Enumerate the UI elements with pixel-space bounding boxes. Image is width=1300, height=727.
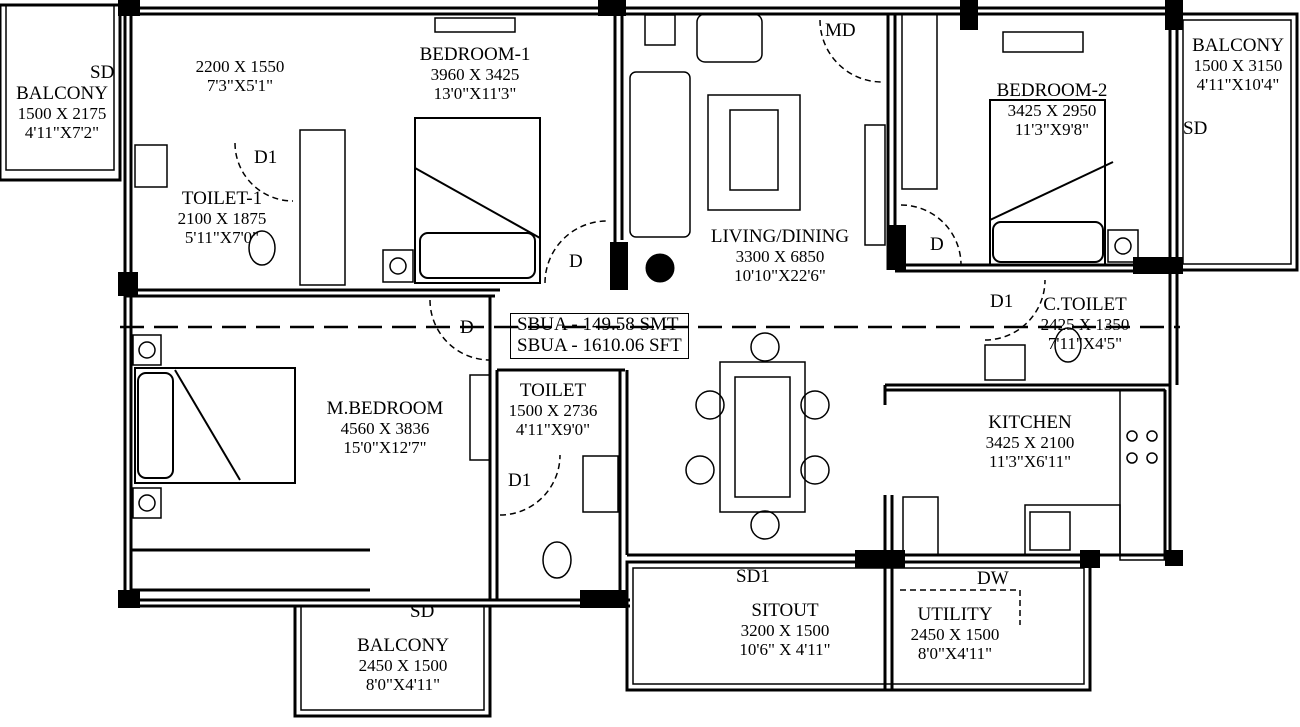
tag-d-bedroom1: D bbox=[569, 251, 583, 272]
tag-sd-bottom: SD bbox=[410, 601, 435, 622]
tag-sd1: SD1 bbox=[736, 566, 770, 587]
sbua-smt: SBUA - 149.58 SMT bbox=[517, 314, 679, 335]
tag-d1-ctoilet: D1 bbox=[990, 291, 1014, 312]
tag-md: MD bbox=[825, 20, 856, 41]
plant-icon bbox=[645, 253, 675, 283]
door-swings bbox=[234, 19, 1046, 625]
tag-d1-toilet: D1 bbox=[508, 470, 532, 491]
wardrobes bbox=[299, 13, 1084, 286]
columns bbox=[118, 0, 1183, 608]
tag-d-mbedroom: D bbox=[460, 317, 474, 338]
bedside-tables bbox=[132, 229, 1139, 519]
bed-mbedroom bbox=[134, 367, 296, 484]
tag-d-bedroom2: D bbox=[930, 234, 944, 255]
bed-bedroom2 bbox=[989, 99, 1114, 266]
tag-sd-left: SD bbox=[90, 62, 115, 83]
sbua-box: SBUA - 149.58 SMT SBUA - 1610.06 SFT bbox=[510, 313, 689, 359]
kitchen-fixtures bbox=[902, 389, 1166, 561]
bed-bedroom1 bbox=[414, 117, 541, 284]
sbua-sft: SBUA - 1610.06 SFT bbox=[517, 334, 682, 356]
tag-dw: DW bbox=[977, 568, 1009, 589]
tag-d1-toilet1: D1 bbox=[254, 147, 278, 168]
toilet-fixtures bbox=[134, 144, 1082, 579]
tag-sd-right: SD bbox=[1183, 118, 1208, 139]
living-furniture bbox=[469, 13, 886, 540]
